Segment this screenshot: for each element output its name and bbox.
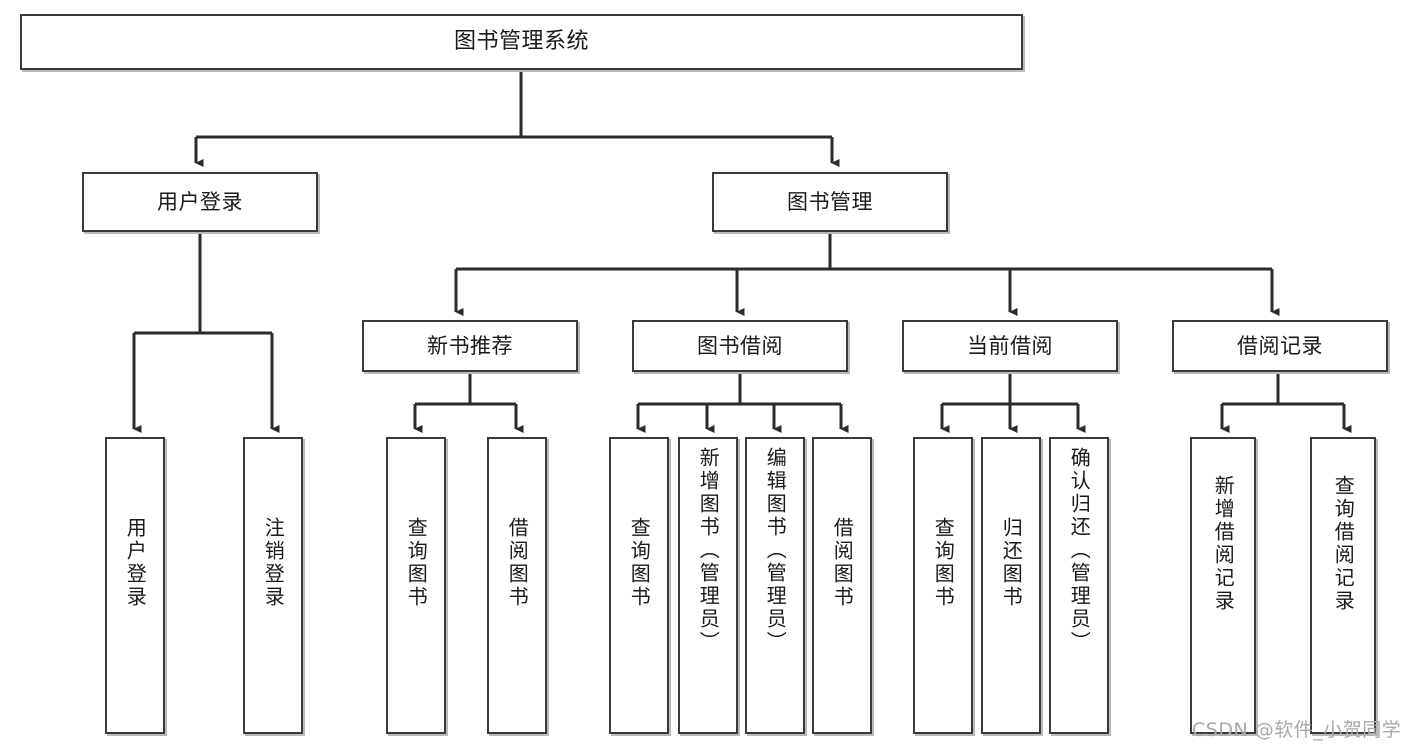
leaf-logout-login[interactable]: 注销登录 xyxy=(243,437,303,734)
leaf-edit-book-admin[interactable]: 编辑图书（管理员） xyxy=(745,437,805,734)
leaf-add-borrow-record[interactable]: 新增借阅记录 xyxy=(1190,437,1256,734)
leaf-user-login[interactable]: 用户登录 xyxy=(105,437,165,734)
node-label: 借阅记录 xyxy=(1237,333,1323,358)
node-label: 借阅图书 xyxy=(505,517,530,609)
leaf-query-books-recommend[interactable]: 查询图书 xyxy=(386,437,446,734)
node-borrow-record[interactable]: 借阅记录 xyxy=(1172,320,1388,372)
node-label: 归还图书 xyxy=(999,517,1024,609)
leaf-query-books-current[interactable]: 查询图书 xyxy=(913,437,973,734)
leaf-add-book-admin[interactable]: 新增图书（管理员） xyxy=(678,437,738,734)
node-label: 图书管理系统 xyxy=(453,29,589,55)
node-book-borrow[interactable]: 图书借阅 xyxy=(632,320,848,372)
leaf-query-borrow-record[interactable]: 查询借阅记录 xyxy=(1310,437,1376,734)
leaf-borrow-books-recommend[interactable]: 借阅图书 xyxy=(487,437,547,734)
leaf-query-books-borrow[interactable]: 查询图书 xyxy=(609,437,669,734)
node-root-library-management-system[interactable]: 图书管理系统 xyxy=(20,14,1023,70)
node-label: 新书推荐 xyxy=(427,333,513,358)
node-label: 用户登录 xyxy=(123,517,148,609)
node-label: 查询借阅记录 xyxy=(1331,475,1356,613)
node-new-book-recommend[interactable]: 新书推荐 xyxy=(362,320,578,372)
node-label: 查询图书 xyxy=(404,517,429,609)
csdn-watermark: CSDN @软件_小贺同学 xyxy=(1192,719,1402,741)
node-label: 当前借阅 xyxy=(967,333,1053,358)
node-label: 查询图书 xyxy=(931,517,956,609)
node-book-management[interactable]: 图书管理 xyxy=(712,172,948,232)
leaf-return-books[interactable]: 归还图书 xyxy=(981,437,1041,734)
leaf-borrow-books[interactable]: 借阅图书 xyxy=(812,437,872,734)
leaf-confirm-return-admin[interactable]: 确认归还（管理员） xyxy=(1049,437,1109,734)
node-current-borrow[interactable]: 当前借阅 xyxy=(902,320,1118,372)
node-label: 借阅图书 xyxy=(830,517,855,609)
node-label: 编辑图书（管理员） xyxy=(763,447,788,654)
node-label: 图书管理 xyxy=(787,189,873,214)
node-label: 用户登录 xyxy=(157,189,243,214)
node-label: 图书借阅 xyxy=(697,333,783,358)
node-label: 新增图书（管理员） xyxy=(696,447,721,654)
node-label: 新增借阅记录 xyxy=(1211,475,1236,613)
node-label: 查询图书 xyxy=(627,517,652,609)
node-user-login[interactable]: 用户登录 xyxy=(82,172,318,232)
node-label: 注销登录 xyxy=(261,517,286,609)
node-label: 确认归还（管理员） xyxy=(1067,447,1092,654)
